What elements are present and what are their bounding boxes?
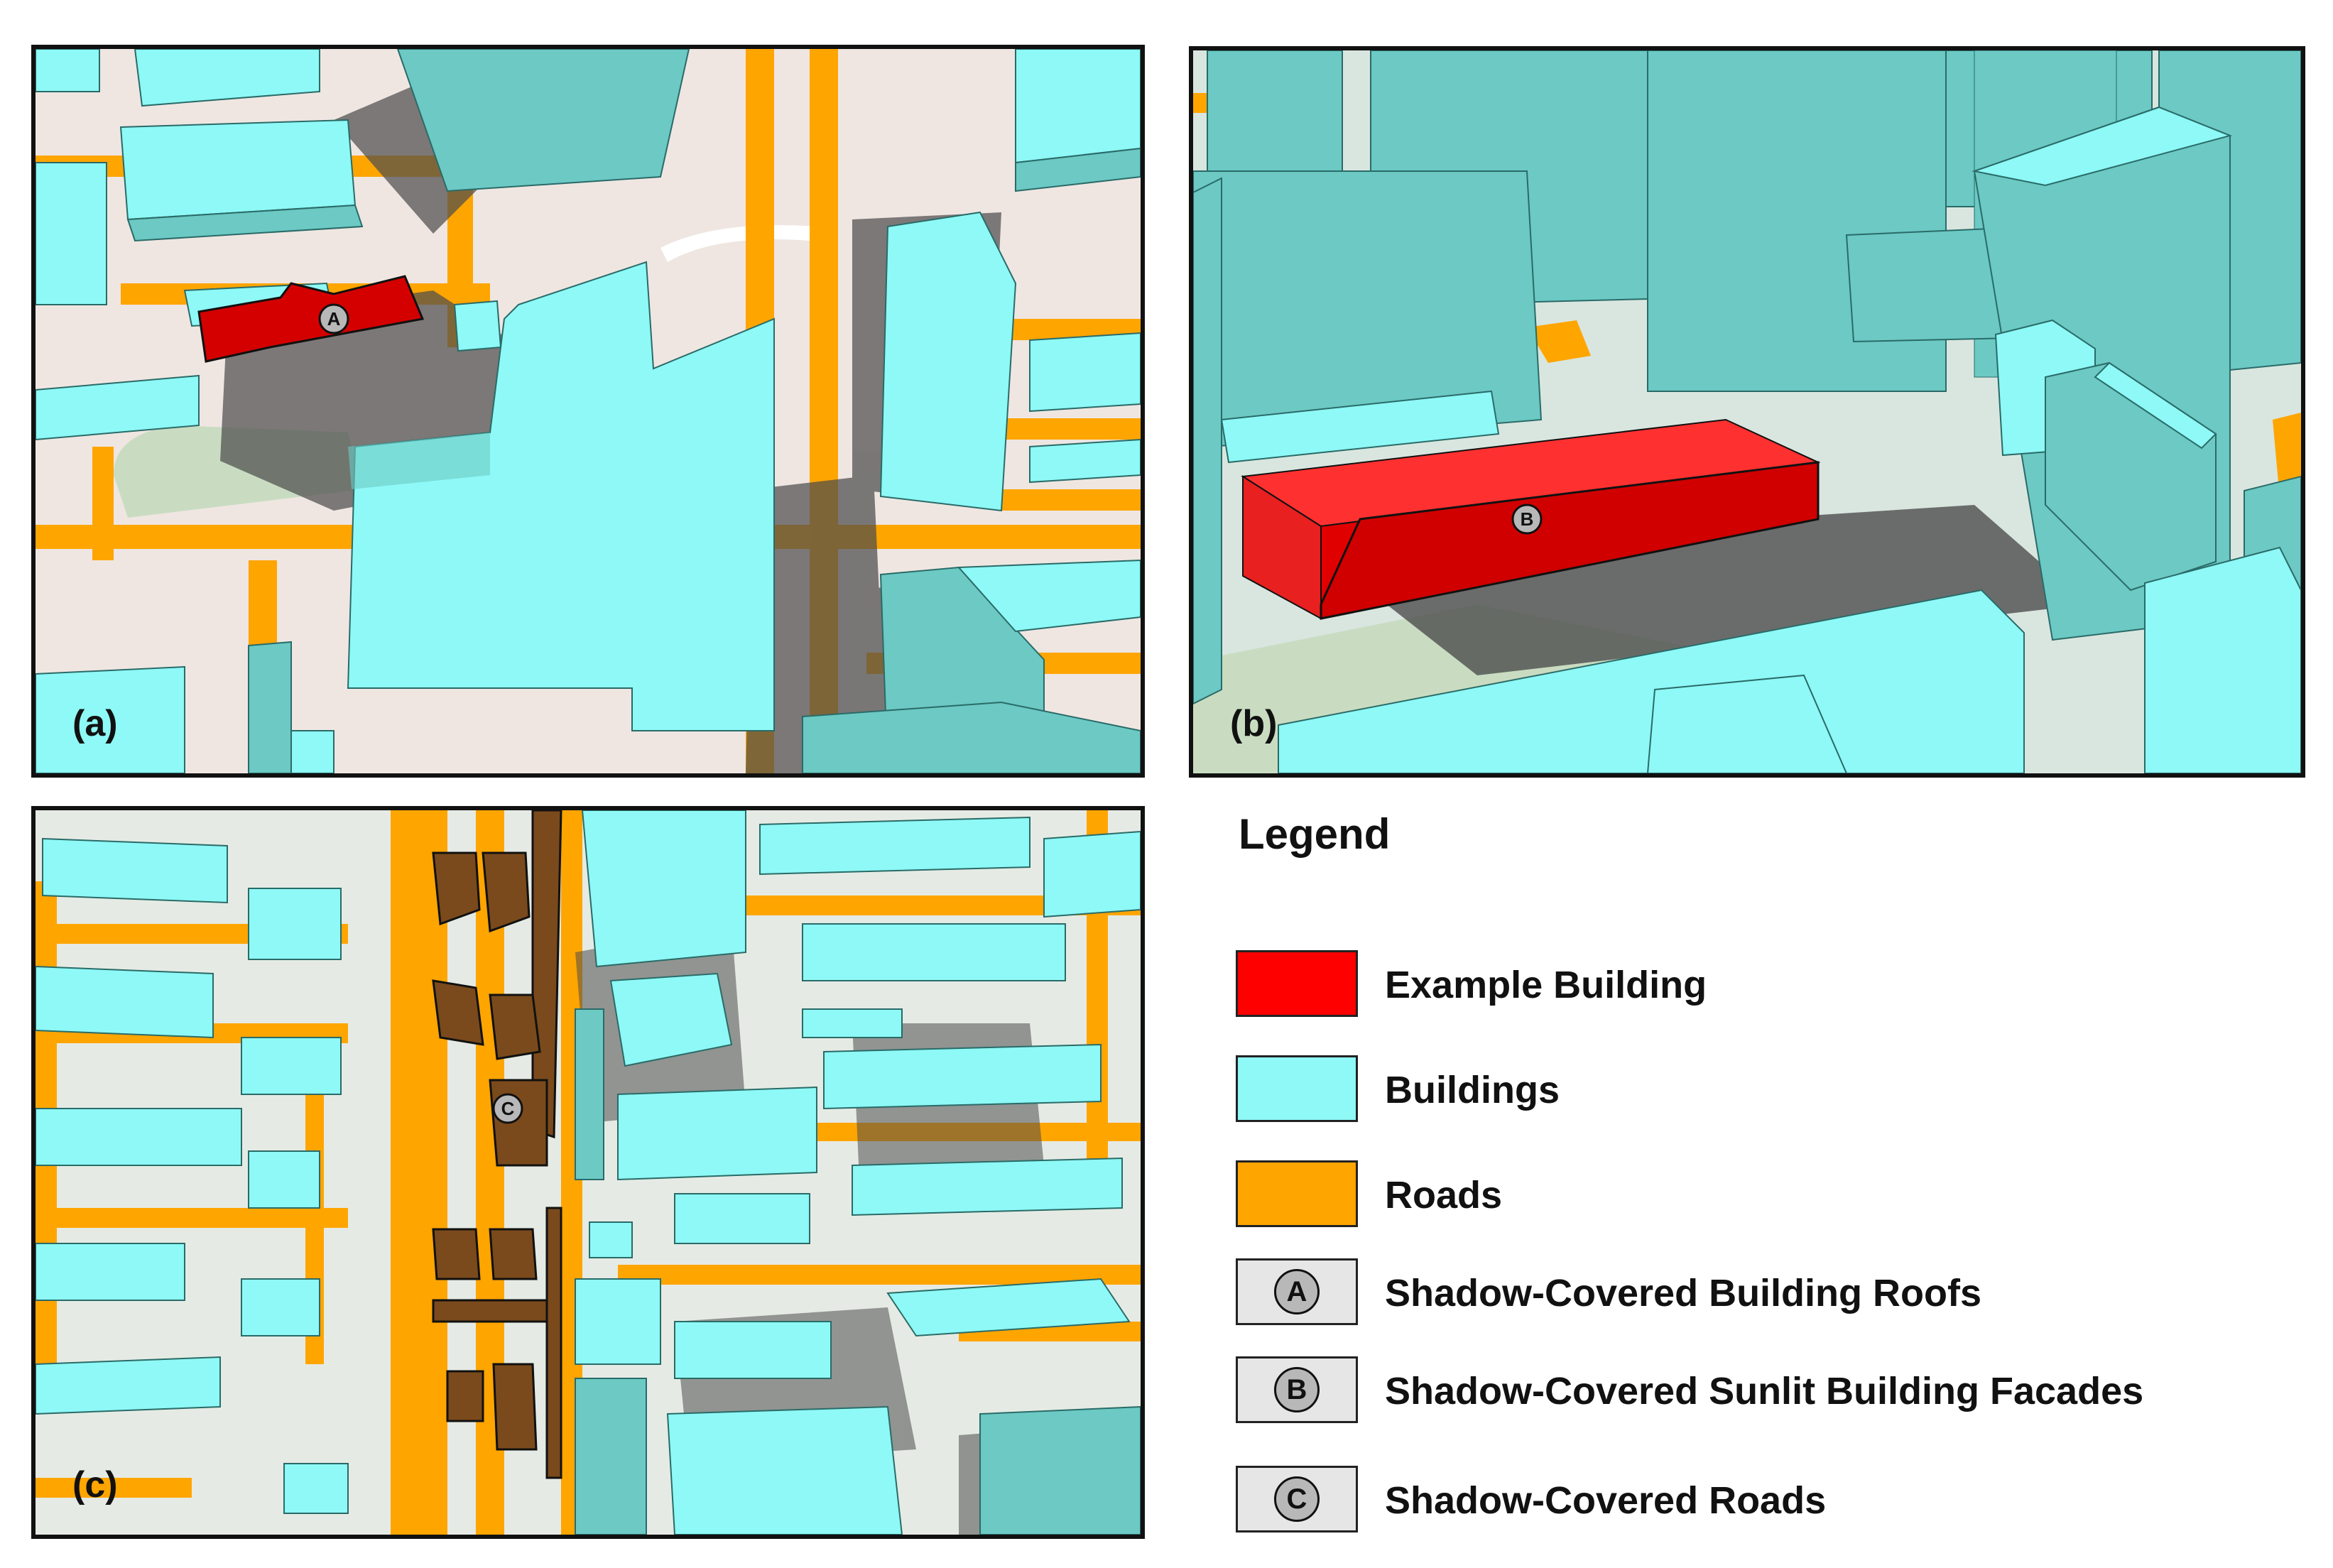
legend-swatch-orange bbox=[1236, 1160, 1358, 1227]
panel-b-map: B bbox=[1193, 50, 2301, 773]
legend-item-buildings: Buildings bbox=[1236, 1055, 2315, 1125]
marker-c-icon: C bbox=[1274, 1476, 1320, 1522]
example-building-b bbox=[1241, 418, 1821, 620]
marker-b-icon: B bbox=[1511, 503, 1543, 535]
example-building-a bbox=[197, 275, 425, 363]
buildings bbox=[36, 49, 1141, 773]
marker-b-icon: B bbox=[1274, 1367, 1320, 1412]
marker-a-icon: A bbox=[318, 303, 349, 334]
legend-label: Roads bbox=[1385, 1174, 1503, 1216]
panel-b-perspective-view: B (b) bbox=[1189, 46, 2305, 778]
buildings bbox=[36, 810, 1141, 1535]
panel-a-label: (a) bbox=[72, 703, 118, 744]
legend-item-roads: Roads bbox=[1236, 1160, 2315, 1230]
legend-swatch-marker-c: C bbox=[1236, 1466, 1358, 1532]
panel-c-map: C bbox=[36, 810, 1141, 1535]
legend-item-shadow-facades: B Shadow-Covered Sunlit Building Facades bbox=[1236, 1356, 2315, 1426]
legend-label: Shadow-Covered Sunlit Building Facades bbox=[1385, 1370, 2144, 1412]
legend-swatch-cyan bbox=[1236, 1055, 1358, 1122]
marker-c-text: C bbox=[501, 1098, 515, 1119]
legend-label: Shadow-Covered Building Roofs bbox=[1385, 1272, 1982, 1314]
legend-item-shadow-roads: C Shadow-Covered Roads bbox=[1236, 1466, 2315, 1535]
panel-a-top-view: A (a) bbox=[31, 45, 1145, 778]
legend-swatch-marker-a: A bbox=[1236, 1258, 1358, 1325]
panel-a-map: A bbox=[36, 49, 1141, 773]
legend-label: Shadow-Covered Roads bbox=[1385, 1479, 1827, 1522]
marker-a-text: A bbox=[327, 308, 341, 330]
footpath bbox=[660, 225, 817, 262]
legend-swatch-red bbox=[1236, 950, 1358, 1017]
legend-label: Buildings bbox=[1385, 1069, 1560, 1111]
buildings bbox=[1193, 50, 2301, 773]
legend-item-example-building: Example Building bbox=[1236, 950, 2315, 1020]
shadow-covered-roads bbox=[432, 810, 562, 1479]
legend-item-shadow-roofs: A Shadow-Covered Building Roofs bbox=[1236, 1258, 2315, 1328]
panel-c-top-view: C (c) bbox=[31, 806, 1145, 1539]
legend-title: Legend bbox=[1239, 810, 1391, 858]
panel-b-label: (b) bbox=[1230, 703, 1278, 744]
legend-label: Example Building bbox=[1385, 964, 1707, 1006]
marker-a-icon: A bbox=[1274, 1269, 1320, 1314]
marker-c-icon: C bbox=[492, 1093, 523, 1124]
marker-b-text: B bbox=[1521, 508, 1534, 530]
panel-c-label: (c) bbox=[72, 1464, 118, 1506]
legend-swatch-marker-b: B bbox=[1236, 1356, 1358, 1423]
